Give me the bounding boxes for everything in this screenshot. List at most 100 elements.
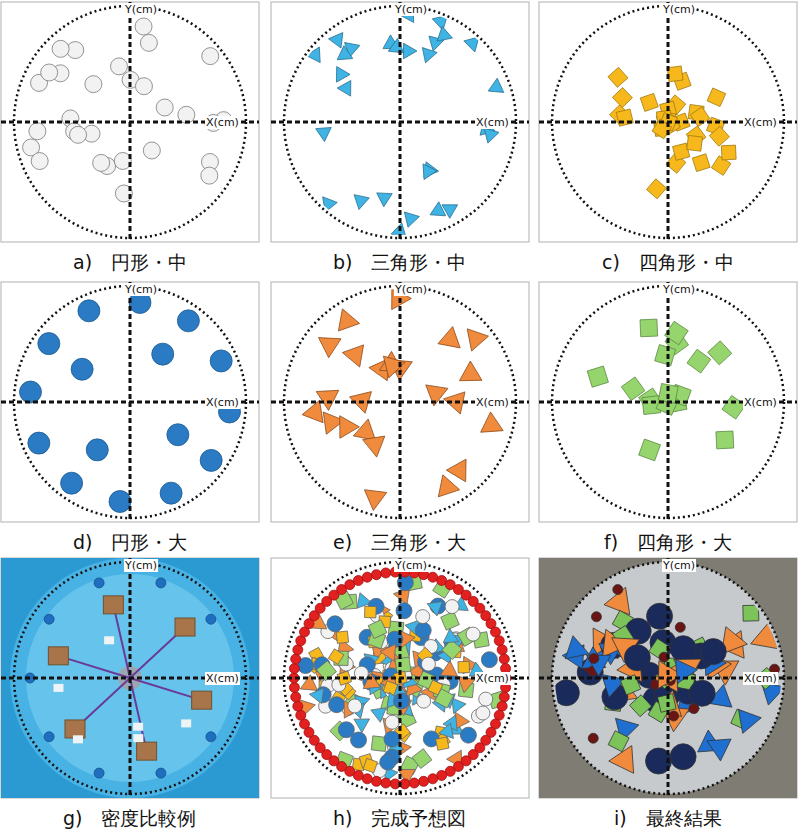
square-piece	[690, 107, 710, 127]
panel-caption: g) 密度比較例	[63, 806, 196, 830]
triangle-piece	[430, 202, 446, 216]
cardboard-piece	[192, 691, 212, 709]
circle-piece	[152, 343, 174, 365]
photo-ground	[539, 558, 797, 798]
triangle-piece	[440, 661, 457, 677]
circle-piece	[476, 706, 490, 720]
panel-frame	[539, 558, 797, 798]
triangle-piece	[354, 719, 370, 733]
circle-piece	[497, 701, 507, 711]
y-axis	[667, 558, 670, 798]
triangle-piece	[302, 400, 323, 422]
circle-piece	[497, 645, 507, 655]
square-piece	[692, 154, 710, 172]
y-axis-label: Y(cm)	[662, 283, 696, 296]
triangle-piece	[342, 345, 363, 367]
circle-piece	[460, 727, 476, 743]
panel-frame	[271, 558, 529, 798]
square-piece	[608, 67, 628, 87]
x-axis-label: X(cm)	[743, 672, 778, 685]
panel-caption: d) 円形・大	[73, 530, 187, 554]
y-axis-label: Y(cm)	[124, 3, 158, 16]
paper-piece	[53, 684, 63, 692]
paper-piece	[133, 723, 143, 731]
circle-piece	[86, 439, 108, 461]
cardboard-piece	[137, 742, 157, 760]
circle-piece	[140, 34, 157, 51]
circle-piece	[499, 692, 509, 702]
square-piece	[639, 439, 661, 461]
circle-piece	[589, 654, 599, 664]
paper-piece	[181, 719, 191, 727]
piece-layer	[608, 66, 736, 199]
square-piece	[743, 605, 759, 621]
y-axis-label: Y(cm)	[394, 3, 428, 16]
circle-piece	[94, 578, 104, 588]
circle-piece	[19, 381, 41, 403]
circle-piece	[417, 694, 431, 708]
circle-piece	[156, 768, 166, 778]
cardboard-piece	[48, 647, 68, 665]
y-axis	[399, 558, 402, 798]
circle-piece	[210, 350, 232, 372]
x-axis-label: X(cm)	[743, 116, 778, 129]
circle-piece	[206, 614, 216, 624]
y-axis-label: Y(cm)	[124, 283, 158, 296]
triangle-piece	[336, 67, 350, 83]
y-axis-label: Y(cm)	[124, 559, 158, 572]
circle-piece	[371, 776, 381, 786]
circle-piece	[381, 568, 391, 578]
paper-piece	[73, 735, 83, 743]
triangle-piece	[423, 164, 437, 180]
triangle-piece	[459, 361, 482, 381]
square-piece	[587, 366, 608, 387]
y-axis	[129, 558, 132, 798]
triangle-piece	[452, 698, 466, 714]
triangle-piece	[442, 205, 458, 219]
square-piece	[640, 93, 658, 111]
cardboard-piece	[175, 618, 195, 636]
y-axis	[129, 282, 132, 522]
circle-piece	[41, 64, 58, 81]
triangle-piece	[316, 127, 332, 141]
panel-caption: a) 円形・中	[73, 250, 187, 274]
circle-piece	[371, 570, 381, 580]
circle-piece	[291, 692, 301, 702]
circle-piece	[94, 768, 104, 778]
circle-piece	[362, 774, 372, 784]
circle-piece	[327, 616, 343, 632]
panel	[539, 558, 797, 798]
panel-caption: e) 三角形・大	[333, 530, 466, 554]
circle-piece	[613, 585, 623, 595]
triangle-piece	[751, 623, 778, 649]
triangle-piece	[363, 673, 380, 689]
circle-piece	[52, 40, 69, 57]
circle-piece	[591, 612, 601, 622]
y-axis-label: Y(cm)	[662, 3, 696, 16]
circle-piece	[293, 645, 303, 655]
string-line	[113, 605, 130, 678]
panel-caption: i) 最終結果	[614, 806, 722, 830]
square-piece	[436, 737, 449, 750]
x-axis-label: X(cm)	[205, 396, 240, 409]
circle-piece	[289, 683, 299, 693]
triangle-piece	[427, 601, 442, 616]
x-axis-label: X(cm)	[205, 116, 240, 129]
circle-piece	[396, 603, 412, 619]
circle-piece	[71, 358, 93, 380]
circle-piece	[445, 600, 459, 614]
triangle-piece	[337, 46, 353, 60]
triangle-piece	[422, 48, 437, 63]
triangle-piece	[464, 37, 479, 52]
y-axis-label: Y(cm)	[662, 559, 696, 572]
square-piece	[667, 66, 683, 82]
circle-piece	[499, 654, 509, 664]
circle-piece	[29, 123, 46, 140]
circle-piece	[206, 732, 216, 742]
piece-layer	[539, 558, 797, 798]
piece-layer	[587, 319, 745, 461]
panel	[1, 2, 259, 242]
string-line	[58, 656, 130, 678]
circle-piece	[494, 636, 504, 646]
